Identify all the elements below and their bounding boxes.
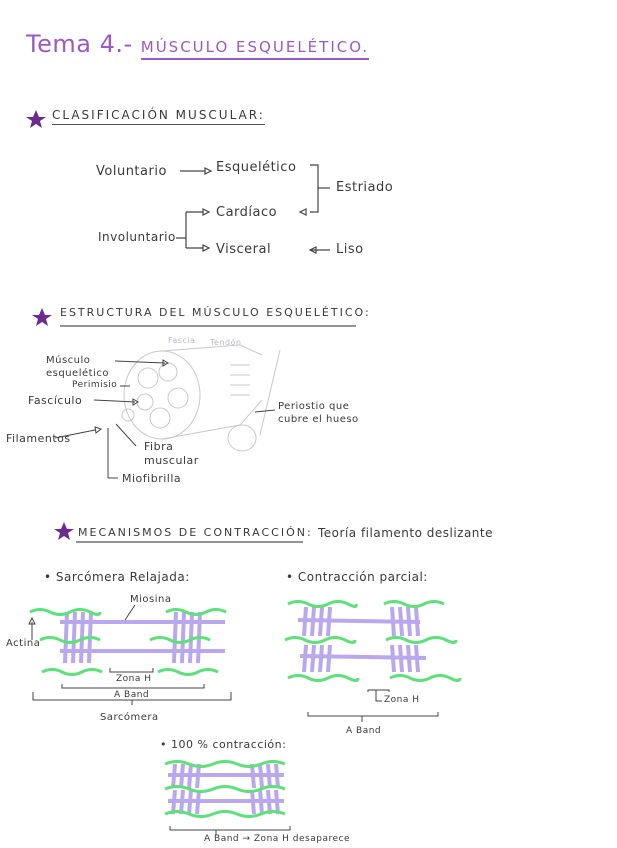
label-musculo: Músculo esquelético: [46, 355, 109, 379]
label-visceral: Visceral: [216, 242, 272, 257]
label-filamentos: Filamentos: [6, 432, 71, 445]
label-a-band-relajada: A Band: [114, 690, 150, 700]
label-miofibrilla: Miofibrilla: [122, 472, 182, 485]
subheading-total: • 100 % contracción:: [160, 738, 287, 751]
mecanismos-subtitle: Teoría filamento deslizante: [318, 526, 494, 540]
label-a-band-total: A Band → Zona H desaparece: [204, 834, 350, 844]
sarcomere-partial-diagram: [284, 600, 462, 722]
label-estriado: Estriado: [336, 180, 394, 195]
title-prefix: Tema 4.-: [26, 30, 133, 58]
label-a-band-parcial: A Band: [346, 726, 382, 736]
label-esqueletico: Esquelético: [216, 160, 297, 175]
star-icon: [32, 308, 52, 326]
section-heading-mecanismos: Mecanismos de contracción:: [78, 526, 313, 539]
label-zona-h-parcial: Zona H: [384, 695, 420, 705]
label-periostio: Periostio que cubre el hueso: [278, 401, 359, 425]
label-fibra: Fibra muscular: [144, 440, 199, 467]
subheading-relajada: • Sarcómera Relajada:: [44, 570, 190, 584]
label-fascia: Fascia: [168, 336, 196, 345]
star-icon: [54, 522, 74, 540]
sarcomere-relaxed-diagram: [28, 604, 232, 705]
title-text: Músculo esquelético.: [140, 38, 370, 60]
label-perimisio: Perimisio: [72, 380, 118, 390]
page-title: Tema 4.- Músculo esquelético.: [26, 30, 370, 60]
label-cardiaco: Cardíaco: [216, 205, 278, 220]
label-actina: Actina: [6, 638, 41, 649]
star-icon: [26, 110, 46, 128]
subheading-parcial: • Contracción parcial:: [286, 570, 428, 584]
label-fasciculo: Fascículo: [28, 394, 83, 407]
label-involuntario: Involuntario: [98, 230, 176, 244]
label-voluntario: Voluntario: [96, 164, 167, 179]
sarcomere-full-contraction-diagram: [164, 760, 291, 835]
label-zona-h-relajada: Zona H: [116, 674, 152, 684]
section-heading-clasificacion: Clasificación muscular:: [52, 108, 265, 125]
label-tendon: Tendón: [210, 338, 242, 347]
label-liso: Liso: [336, 242, 364, 257]
label-miosina: Miosina: [130, 594, 172, 605]
label-sarcomera: Sarcómera: [100, 712, 159, 723]
section-heading-estructura: Estructura del músculo esquelético:: [60, 306, 371, 319]
